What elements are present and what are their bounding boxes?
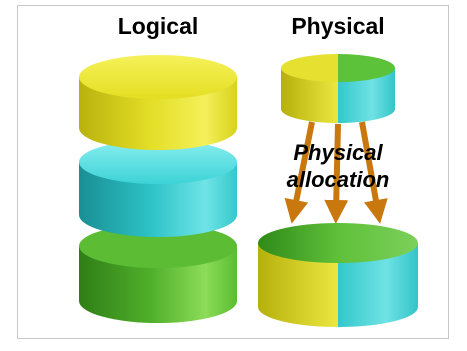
physical-heading: Physical bbox=[291, 13, 385, 39]
logical-cyan-disk bbox=[79, 140, 237, 237]
logical-green-disk bbox=[79, 224, 237, 323]
logical-yellow-disk bbox=[79, 55, 237, 150]
physical-target-disk bbox=[258, 223, 418, 327]
allocation-label-line1: Physical bbox=[293, 140, 383, 165]
logical-heading: Logical bbox=[117, 13, 199, 39]
arrow-left bbox=[284, 121, 315, 224]
arrow-middle bbox=[324, 123, 349, 224]
allocation-label-line2: allocation bbox=[286, 167, 390, 192]
arrow-right bbox=[359, 121, 388, 224]
allocation-arrows bbox=[284, 121, 388, 224]
physical-source-disk bbox=[281, 54, 395, 123]
